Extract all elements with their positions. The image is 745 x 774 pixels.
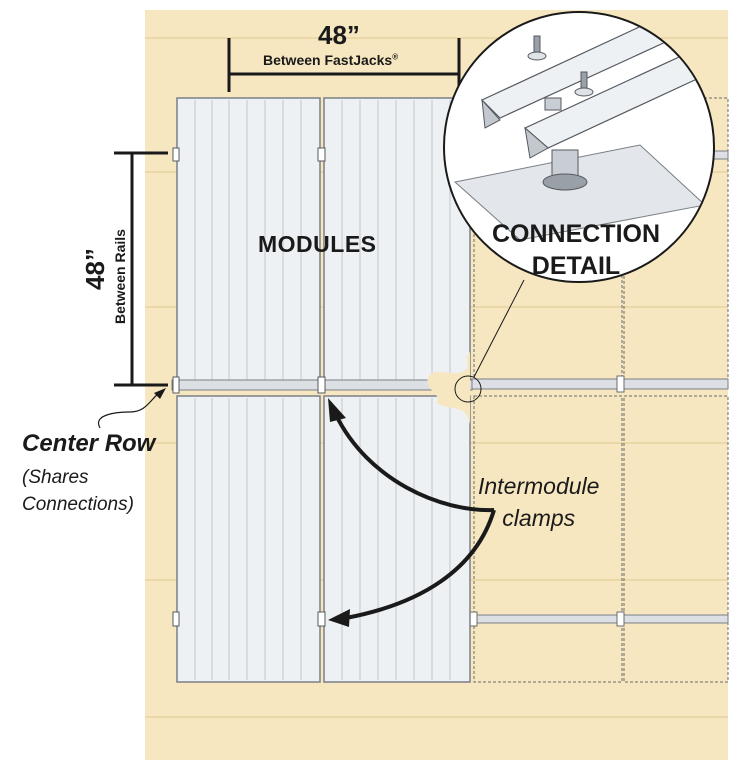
module-upper-left bbox=[176, 97, 321, 383]
center-row-pointer bbox=[97, 391, 161, 429]
intermodule-clamps-label: Intermodule clamps bbox=[478, 470, 599, 534]
clamp-arrow-upper bbox=[334, 414, 495, 513]
center-row-note: (Shares Connections) bbox=[22, 467, 134, 515]
dimension-left-caption: Between Rails bbox=[112, 229, 128, 324]
rail-bottom bbox=[469, 614, 729, 624]
bolt-1 bbox=[533, 35, 541, 53]
intermodule-clamps-line2: clamps bbox=[502, 505, 576, 531]
dimension-top-value: 48” bbox=[318, 20, 360, 50]
intermodule-clamps-line1: Intermodule bbox=[478, 473, 600, 499]
callout-leader-line bbox=[473, 279, 525, 378]
bolt-2 bbox=[580, 71, 588, 89]
center-row-label: Center Row bbox=[22, 430, 156, 457]
modules-label: MODULES bbox=[258, 231, 377, 257]
rail-clips bbox=[469, 375, 625, 627]
module-lower-right bbox=[323, 395, 471, 683]
connection-detail-line1: CONNECTION bbox=[491, 220, 661, 248]
dimension-top-caption: Between FastJacks® bbox=[263, 52, 398, 68]
dimension-top-caption-text: Between FastJacks bbox=[263, 52, 393, 68]
registered-mark: ® bbox=[392, 52, 399, 62]
connection-point-circle bbox=[454, 375, 482, 403]
module-clamps bbox=[172, 147, 326, 627]
connection-detail-line2: DETAIL bbox=[531, 252, 621, 280]
connection-detail-label: CONNECTION DETAIL bbox=[487, 218, 665, 282]
module-lower-left bbox=[176, 395, 321, 683]
dimension-left bbox=[114, 151, 168, 387]
connection-detail-magnifier bbox=[443, 11, 715, 283]
dimension-left-value: 48” bbox=[80, 248, 110, 290]
clamp-arrow-upper-head bbox=[328, 398, 346, 422]
clamp-arrow-lower-head bbox=[328, 609, 350, 627]
center-row-pointer-head bbox=[154, 388, 166, 399]
cutaway-torn-edge bbox=[427, 352, 470, 424]
clamp-arrow-lower bbox=[345, 509, 496, 620]
rail-center bbox=[439, 378, 729, 390]
